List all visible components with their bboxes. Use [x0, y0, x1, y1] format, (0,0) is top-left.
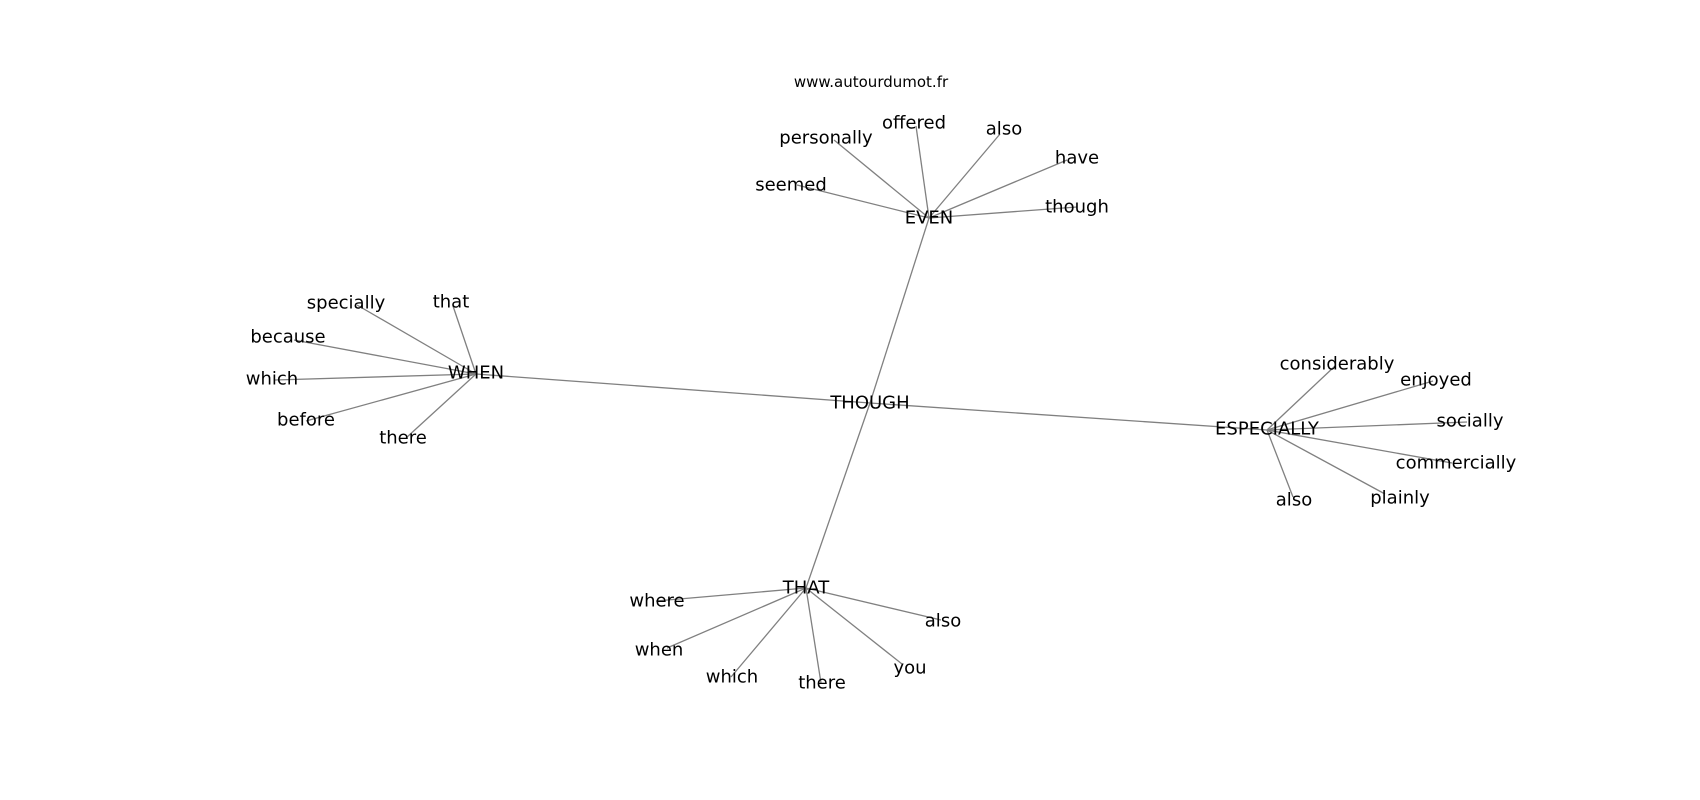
edge-that-also [805, 587, 942, 621]
edge-when-that [452, 305, 477, 375]
graph-edges [274, 125, 1468, 684]
edge-when-because [293, 339, 477, 375]
leaf-label-when-specially: specially [307, 293, 386, 314]
edge-especially-considerably [1266, 365, 1336, 431]
edge-that-when [666, 587, 807, 649]
graph-labels: www.autourdumot.fr THOUGH EVEN WHEN ESPE… [246, 73, 1517, 694]
edge-especially-commercially [1266, 429, 1453, 464]
edge-especially-also [1266, 429, 1294, 498]
leaf-label-when-because: because [250, 327, 325, 348]
edge-though-even [869, 217, 930, 404]
edge-even-seemed [796, 184, 930, 219]
edge-that-where [655, 587, 807, 602]
edge-especially-socially [1266, 421, 1468, 431]
edge-when-there [405, 373, 477, 439]
edge-even-offered [915, 125, 930, 219]
leaf-label-even-offered: offered [882, 113, 946, 134]
edge-even-have [928, 159, 1068, 219]
leaf-label-especially-plainly: plainly [1370, 488, 1430, 509]
watermark-text: www.autourdumot.fr [794, 73, 949, 91]
leaf-label-especially-enjoyed: enjoyed [1400, 370, 1472, 391]
leaf-label-when-which: which [246, 369, 298, 390]
hub-label-especially: ESPECIALLY [1215, 419, 1320, 440]
leaf-label-that-you: you [893, 658, 926, 679]
leaf-label-especially-commercially: commercially [1396, 453, 1517, 474]
edge-that-you [805, 587, 903, 665]
leaf-label-especially-socially: socially [1437, 411, 1504, 432]
leaf-label-that-where: where [629, 591, 684, 612]
edge-when-before [305, 373, 477, 422]
leaf-label-especially-also: also [1276, 490, 1312, 511]
leaf-label-that-there: there [798, 673, 846, 694]
leaf-label-even-though: though [1045, 197, 1109, 218]
edge-even-though [928, 206, 1078, 219]
leaf-label-when-there: there [379, 428, 427, 449]
leaf-label-when-before: before [277, 410, 335, 431]
edge-especially-enjoyed [1266, 380, 1434, 431]
leaf-label-when-that: that [433, 292, 470, 313]
edge-when-which [274, 373, 477, 381]
center-node-label: THOUGH [829, 393, 909, 414]
leaf-label-that-also: also [925, 611, 961, 632]
edge-even-personally [833, 139, 930, 219]
edge-though-that [805, 402, 871, 589]
leaf-label-even-have: have [1055, 148, 1099, 169]
hub-label-when: WHEN [448, 363, 504, 384]
leaf-label-especially-considerably: considerably [1280, 354, 1395, 375]
hub-label-even: EVEN [905, 208, 954, 229]
hub-label-that: THAT [782, 578, 830, 599]
leaf-label-that-when: when [635, 640, 684, 661]
leaf-label-even-seemed: seemed [755, 175, 827, 196]
edge-though-especially [869, 402, 1268, 431]
edge-when-specially [356, 304, 477, 375]
edge-especially-plainly [1266, 429, 1386, 495]
edge-even-also [928, 133, 1001, 219]
edge-that-which [730, 587, 807, 678]
edge-though-when [475, 373, 871, 404]
edge-that-there [805, 587, 822, 684]
leaf-label-even-personally: personally [779, 128, 873, 149]
leaf-label-even-also: also [986, 119, 1022, 140]
leaf-label-that-which: which [706, 667, 758, 688]
